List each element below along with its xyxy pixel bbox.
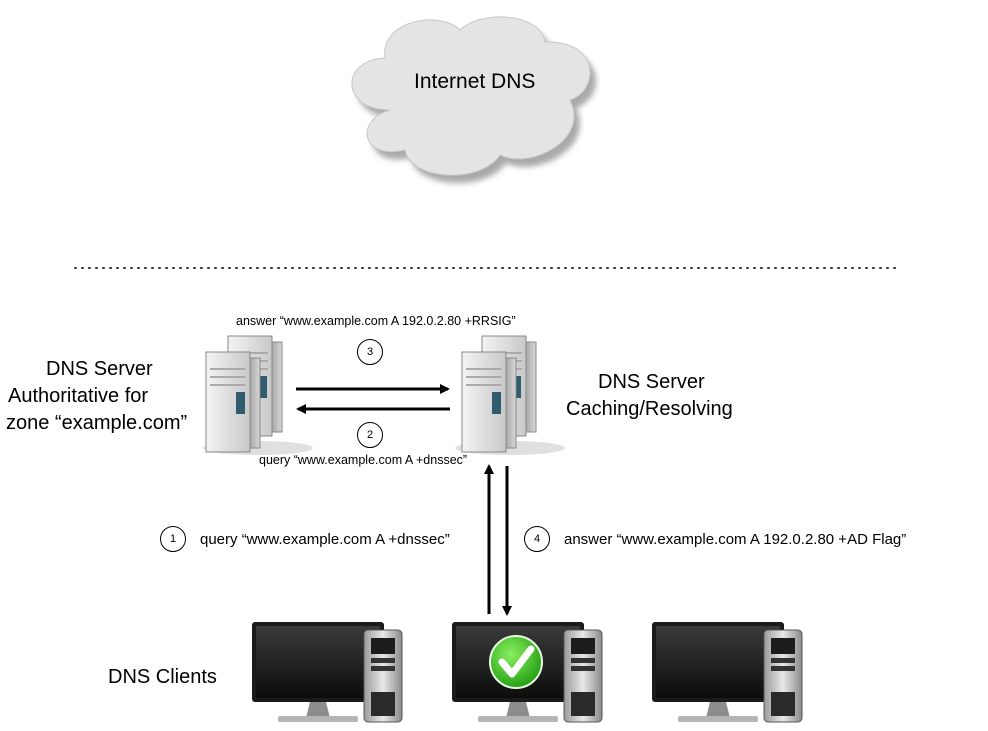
auth-server-title: DNS Server — [46, 358, 153, 380]
authoritative-server-label: DNS Server Authoritative for zone “examp… — [6, 356, 206, 437]
auth-server-line3: zone “example.com” — [6, 412, 188, 434]
step-2-badge: 2 — [357, 422, 383, 448]
step-3-text: answer “www.example.com A 192.0.2.80 +RR… — [236, 314, 516, 328]
clients-label: DNS Clients — [108, 666, 217, 688]
desktop-computer-icon — [451, 621, 603, 723]
green-checkmark-icon — [489, 635, 543, 689]
step-4-text: answer “www.example.com A 192.0.2.80 +AD… — [564, 531, 907, 548]
resolver-server-label: DNS Server Caching/Resolving — [566, 369, 766, 423]
auth-server-line2: Authoritative for — [8, 385, 149, 407]
step-3-badge: 3 — [357, 339, 383, 365]
step-2-text: query “www.example.com A +dnssec” — [259, 453, 468, 467]
resolver-server-icon — [455, 335, 565, 455]
step-1-badge: 1 — [160, 526, 186, 552]
resolver-subtitle: Caching/Resolving — [566, 398, 733, 420]
step-4-badge: 4 — [524, 526, 550, 552]
cloud-label: Internet DNS — [414, 70, 536, 93]
step-1-text: query “www.example.com A +dnssec” — [200, 531, 450, 548]
desktop-computer-icon — [251, 621, 403, 723]
desktop-computer-icon — [651, 621, 803, 723]
cloud-icon — [351, 16, 597, 184]
resolver-title: DNS Server — [598, 371, 705, 393]
authoritative-server-icon — [203, 335, 313, 455]
